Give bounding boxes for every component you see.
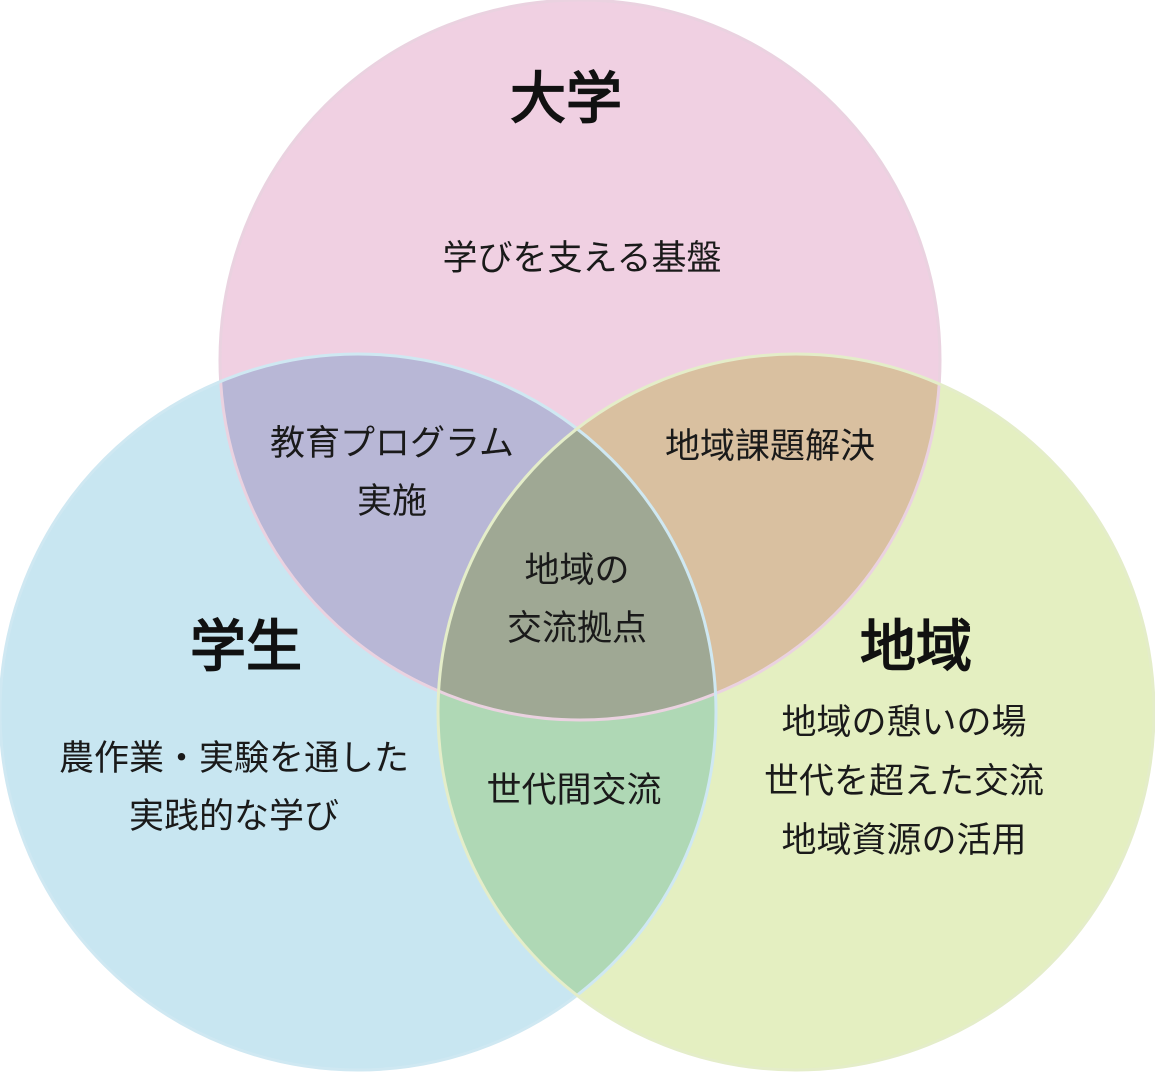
university-title: 大学 bbox=[510, 67, 622, 132]
students-description-line-2: 実践的な学び bbox=[129, 797, 339, 837]
university-community-label: 地域課題解決 bbox=[665, 427, 875, 467]
center-label-line-1: 地域の bbox=[524, 551, 629, 591]
university-students-label-line-2: 実施 bbox=[357, 482, 427, 522]
community-description-line-1: 地域の憩いの場 bbox=[781, 703, 1026, 743]
community-title: 地域 bbox=[860, 615, 972, 680]
university-outline bbox=[218, 0, 942, 722]
community-description-line-3: 地域資源の活用 bbox=[781, 821, 1026, 861]
center-label-line-2: 交流拠点 bbox=[507, 609, 647, 649]
students-community-label: 世代間交流 bbox=[486, 771, 661, 811]
students-description-line-1: 農作業・実験を通した bbox=[59, 739, 409, 779]
community-outline bbox=[436, 352, 1155, 1072]
students-outline bbox=[0, 352, 718, 1072]
center-overlap bbox=[438, 354, 716, 720]
community-description-line-2: 世代を超えた交流 bbox=[764, 762, 1044, 802]
university-description: 学びを支える基盤 bbox=[443, 239, 722, 279]
university-students-label-line-1: 教育プログラム bbox=[270, 424, 514, 464]
students-title: 学生 bbox=[190, 615, 302, 680]
